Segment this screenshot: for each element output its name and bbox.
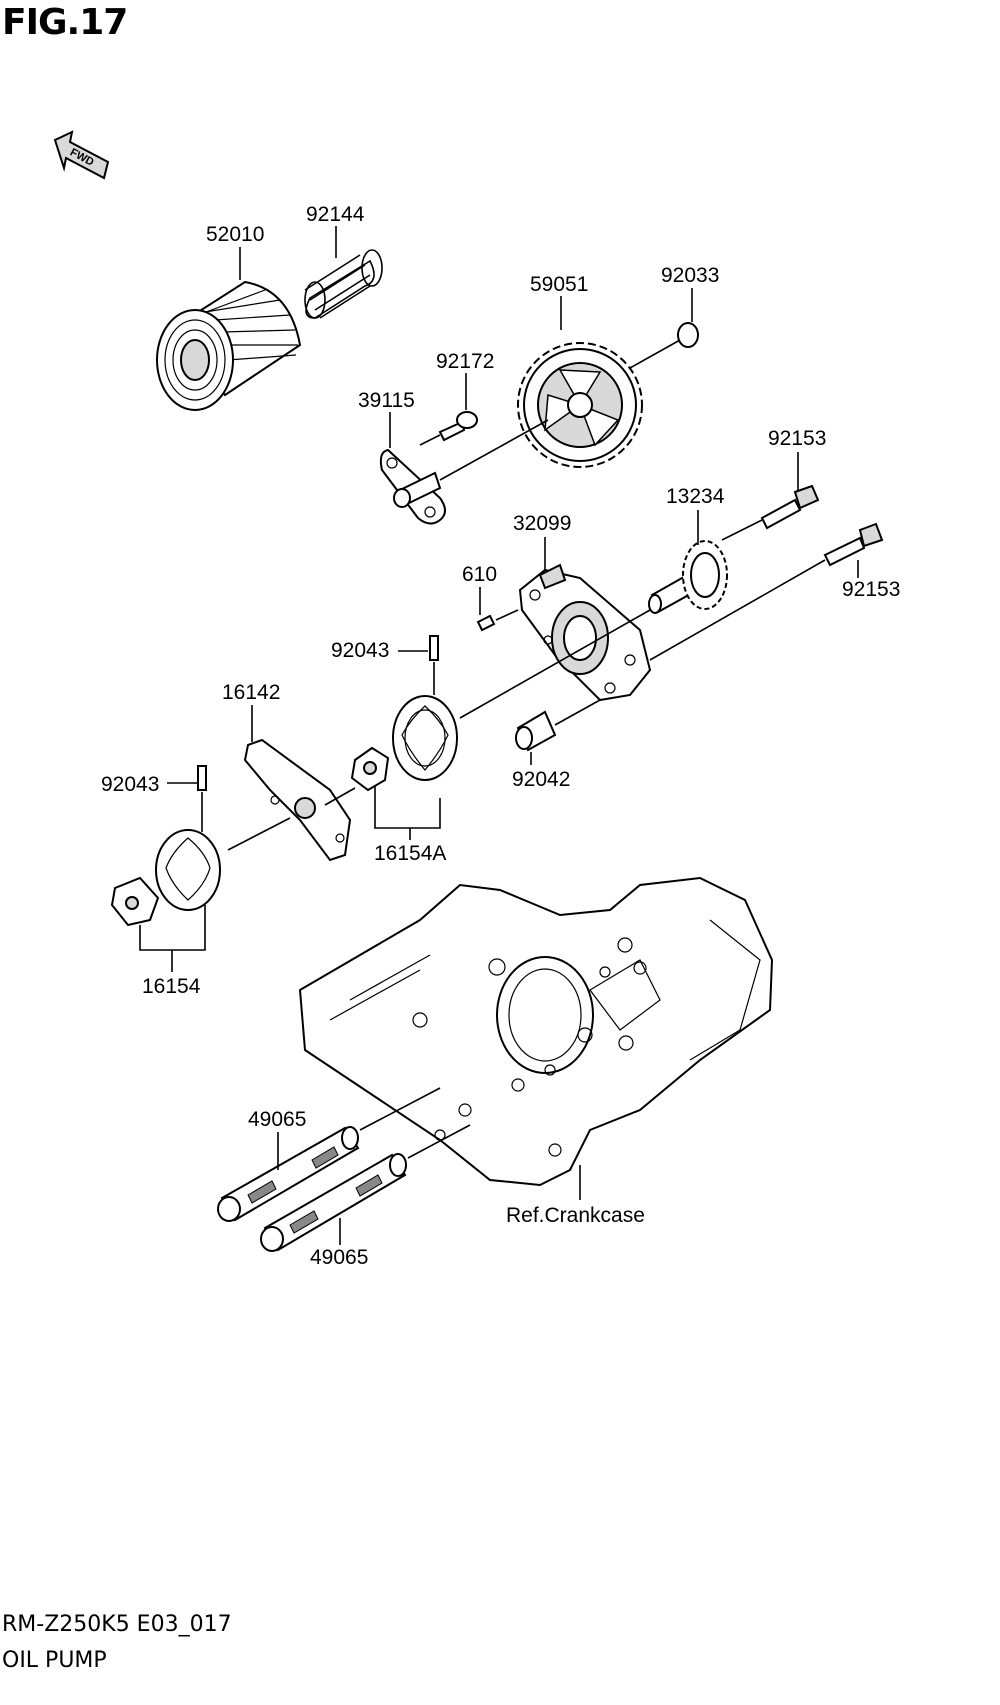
bolt-92153-lower-part	[823, 522, 884, 567]
bolt-92153-upper-part	[760, 484, 820, 530]
label-16154: 16154	[142, 975, 201, 998]
label-92033: 92033	[661, 264, 719, 287]
outer-rotor-lower-part	[155, 829, 221, 911]
label-92043-lower: 92043	[101, 773, 159, 796]
pin-610-part	[476, 614, 496, 632]
pump-shaft-part	[648, 540, 728, 614]
label-610: 610	[462, 563, 497, 586]
dowel-lower-part	[197, 765, 207, 791]
model-code: RM-Z250K5 E03_017	[2, 1612, 232, 1637]
label-39115: 39115	[358, 389, 415, 412]
figure-title: FIG.17	[2, 2, 128, 43]
label-16154A: 16154A	[374, 842, 446, 865]
label-ref-crankcase: Ref.Crankcase	[506, 1204, 645, 1227]
fwd-arrow-icon: FWD	[53, 130, 110, 180]
spring-part	[304, 249, 383, 319]
label-92172: 92172	[436, 350, 494, 373]
label-59051: 59051	[530, 273, 588, 296]
leader-lines	[139, 226, 859, 1245]
label-92153-lower: 92153	[842, 578, 900, 601]
part-labels: 52010 92144 59051 92033 92172 39115 9215…	[101, 203, 900, 1269]
inner-rotor-lower-part	[110, 876, 160, 927]
shaft-plate-part	[379, 448, 446, 525]
oil-strainer-lower-part	[260, 1153, 407, 1252]
label-49065-lower: 49065	[310, 1246, 368, 1269]
bolt-92172-part	[438, 411, 478, 442]
label-16142: 16142	[222, 681, 280, 704]
label-32099: 32099	[513, 512, 571, 535]
label-92042: 92042	[512, 768, 570, 791]
label-92144: 92144	[306, 203, 365, 226]
pump-cover-part	[518, 563, 652, 702]
outer-rotor-upper-part	[392, 695, 458, 781]
label-52010: 52010	[206, 223, 264, 246]
gear-part	[517, 342, 643, 468]
label-92043-upper: 92043	[331, 639, 389, 662]
section-name: OIL PUMP	[2, 1648, 107, 1673]
circlip-part	[677, 322, 699, 348]
dowel-upper-part	[429, 635, 439, 661]
label-13234: 13234	[666, 485, 725, 508]
dowel-92042-part	[515, 710, 557, 752]
inner-rotor-upper-part	[350, 746, 390, 792]
pump-plate-part	[243, 738, 352, 862]
oil-strainer-upper-part	[217, 1126, 360, 1222]
crankcase-part	[298, 876, 774, 1187]
label-49065-upper: 49065	[248, 1108, 306, 1131]
oil-filter-part	[156, 280, 302, 411]
label-92153-upper: 92153	[768, 427, 826, 450]
